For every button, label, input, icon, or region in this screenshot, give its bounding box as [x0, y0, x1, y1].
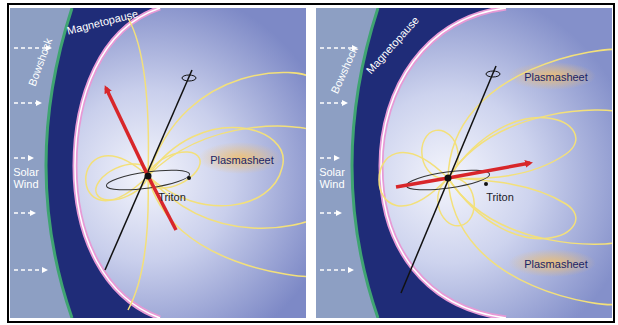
- magnetosheath: [352, 8, 612, 318]
- solar-wind-region: [10, 8, 306, 318]
- field-lines: [86, 18, 306, 310]
- region-label: Solar Wind: [9, 166, 43, 190]
- magnetopause-line: [381, 8, 506, 318]
- dipole-axis: [396, 178, 448, 187]
- panel-left: [10, 8, 306, 318]
- magnetopause-line: [381, 8, 506, 318]
- bowshock-line: [46, 8, 72, 318]
- rotation-arrow: [182, 75, 196, 81]
- neptune: [445, 175, 452, 182]
- region-label: Plasmasheet: [524, 258, 588, 270]
- triton-orbit: [405, 166, 490, 194]
- dipole-arrow: [448, 163, 530, 178]
- magnetopause-line: [75, 8, 160, 318]
- plasmasheet: [198, 142, 282, 174]
- magnetopause-line: [75, 8, 160, 318]
- panel-right: [316, 8, 612, 318]
- neptune: [145, 173, 152, 180]
- spin-axis: [401, 66, 496, 293]
- moon-label: Triton: [158, 191, 186, 203]
- rotation-arrow: [486, 71, 500, 77]
- region-label: Plasmasheet: [524, 71, 588, 83]
- field-lines: [379, 49, 612, 304]
- spin-axis: [105, 70, 192, 270]
- triton: [187, 176, 191, 180]
- region-label: Plasmasheet: [210, 154, 274, 166]
- plasmasheet: [508, 62, 596, 90]
- region-label: Solar Wind: [315, 166, 349, 190]
- frame: [8, 4, 614, 322]
- solar-wind-region: [316, 8, 612, 318]
- dipole-arrow: [106, 88, 148, 176]
- triton: [484, 182, 488, 186]
- dipole-axis: [148, 176, 176, 230]
- magnetosheath: [46, 8, 306, 318]
- plasmasheet: [508, 249, 596, 277]
- moon-label: Triton: [486, 191, 514, 203]
